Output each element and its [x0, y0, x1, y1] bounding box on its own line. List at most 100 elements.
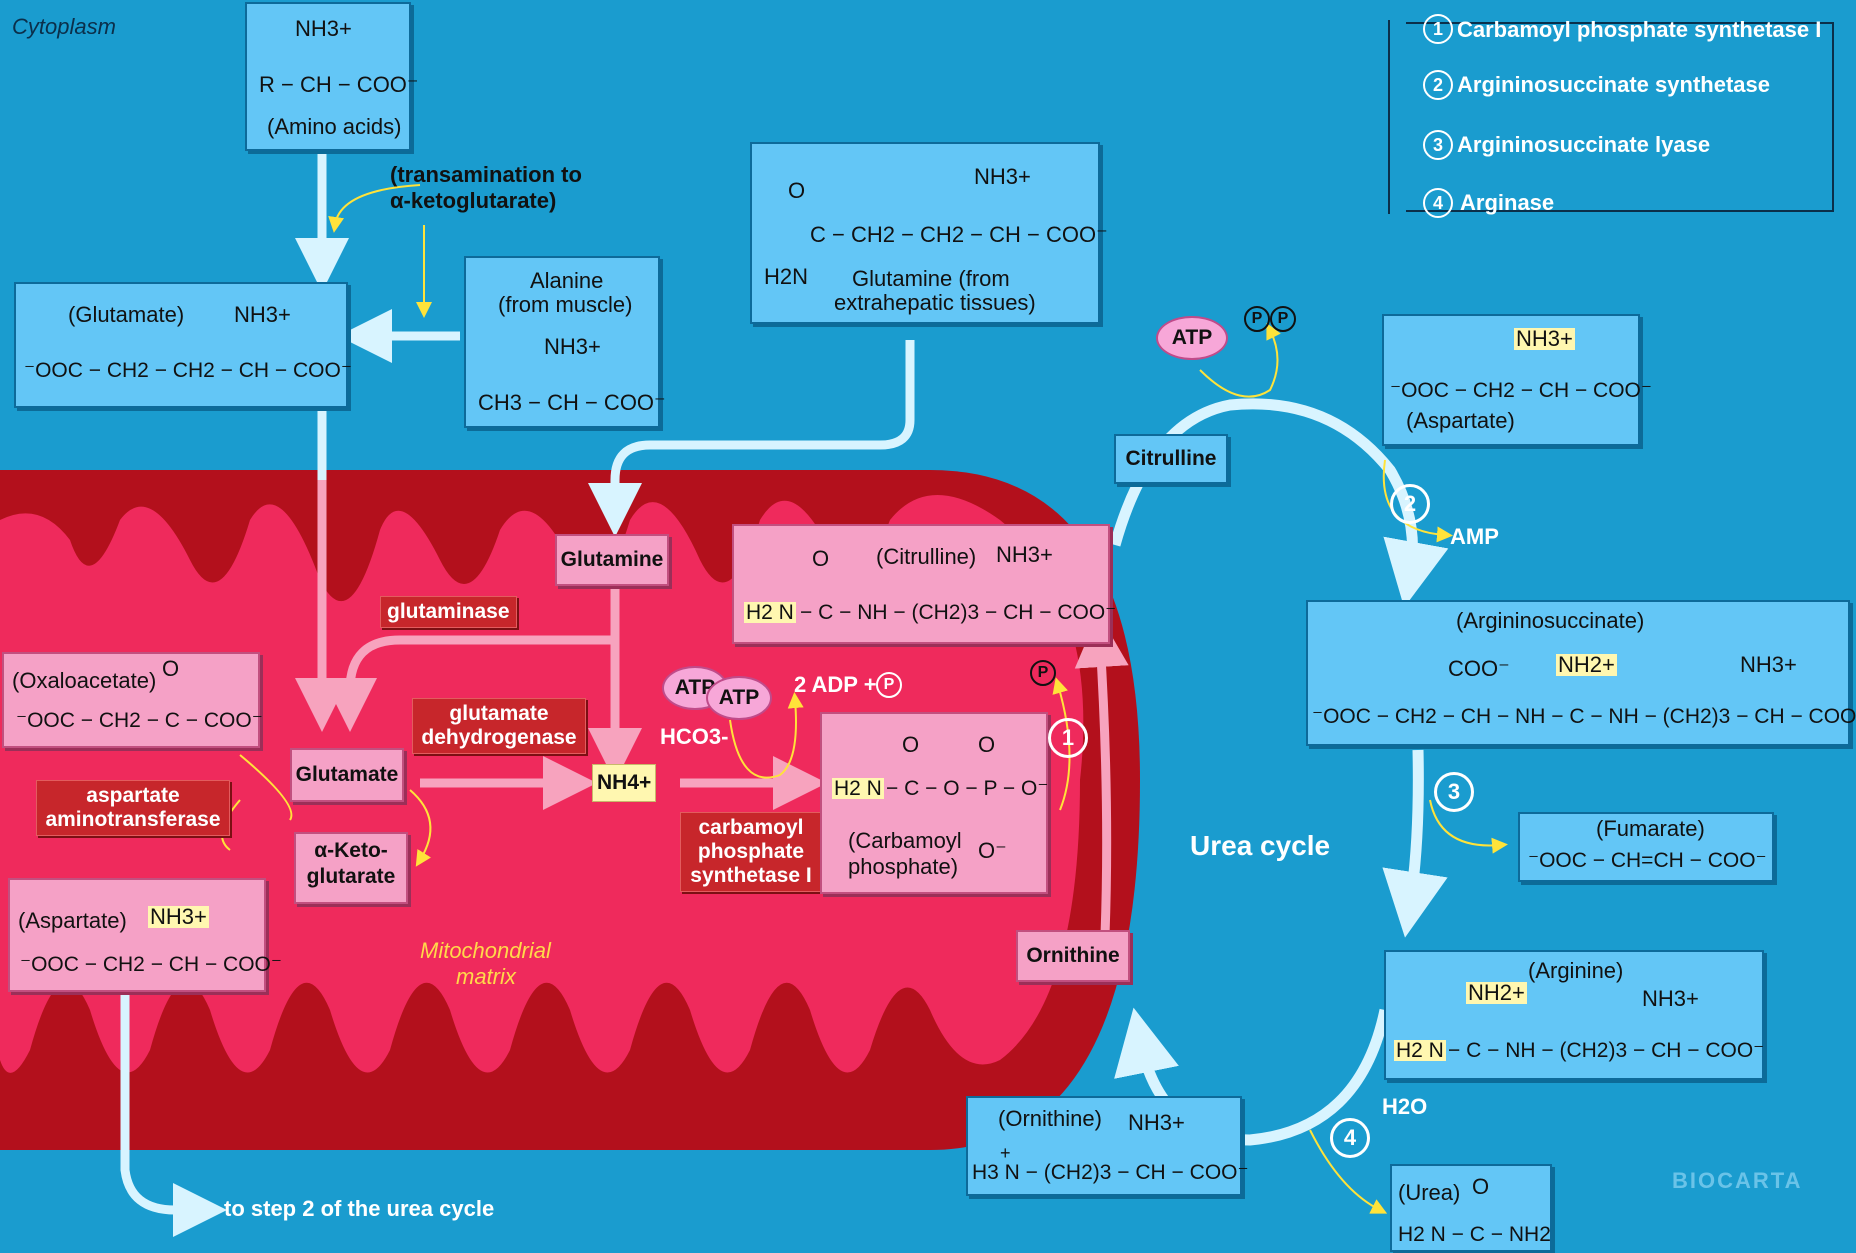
legend-step-1-icon: 1 — [1423, 14, 1453, 44]
legend-step-2-icon: 2 — [1423, 70, 1453, 100]
legend-step-3-label: Argininosuccinate lyase — [1457, 132, 1711, 157]
step-1-icon: 1 — [1048, 718, 1088, 758]
cps-line3: synthetase I — [690, 864, 812, 887]
fumarate-name: (Fumarate) — [1596, 816, 1705, 841]
citrulline-formula: − C − NH − (CH2)3 − CH − COO⁻ — [800, 601, 1117, 624]
alanine-top: NH3+ — [544, 334, 601, 359]
glutamate-mito-box: Glutamate — [290, 748, 404, 802]
legend-step-2-label: Argininosuccinate synthetase — [1457, 72, 1770, 97]
citrulline-label-box: Citrulline — [1114, 434, 1228, 484]
alanine-line2: (from muscle) — [498, 292, 633, 317]
ketoglutarate-line2: glutarate — [306, 865, 396, 888]
oxaloacetate-formula: ⁻OOC − CH2 − C − COO⁻ — [16, 709, 263, 732]
glutamine-mito-box: Glutamine — [555, 534, 669, 586]
argininosuccinate-nh3: NH3+ — [1740, 652, 1797, 677]
alanine-line1: Alanine — [530, 268, 604, 293]
legend — [1388, 20, 1834, 214]
transamination-line1: (transamination to — [390, 162, 582, 187]
glutamate-cyto-box: (Glutamate) NH3+ ⁻OOC − CH2 − CH2 − CH −… — [14, 282, 352, 408]
ketoglutarate-line1: α-Keto- — [314, 839, 388, 862]
cp-o3: O⁻ — [978, 838, 1007, 863]
h2o-label: H2O — [1382, 1094, 1428, 1119]
step-4-icon: 4 — [1330, 1118, 1370, 1158]
glutamine-ext-formula: C − CH2 − CH2 − CH − COO⁻ — [810, 222, 1108, 247]
argininosuccinate-name: (Argininosuccinate) — [1456, 608, 1645, 633]
citrulline-structure-box: O (Citrulline) NH3+ H2 N − C − NH − (CH2… — [732, 524, 1116, 644]
oxaloacetate-box: (Oxaloacetate) O ⁻OOC − CH2 − C − COO⁻ — [2, 652, 263, 748]
argininosuccinate-nh2: NH2+ — [1556, 652, 1617, 677]
arginine-formula: − C − NH − (CH2)3 − CH − COO⁻ — [1448, 1039, 1765, 1062]
glutamate-dehydrogenase-label: glutamate dehydrogenase — [412, 698, 586, 754]
cp-o2: O — [978, 732, 996, 757]
amino-acids-box: NH3+ R − CH − COO⁻ (Amino acids) — [245, 2, 419, 151]
cp-formula: − C − O − P − O⁻ — [886, 777, 1049, 800]
glutamate-cyto-formula: ⁻OOC − CH2 − CH2 − CH − COO⁻ — [24, 359, 352, 382]
glutamine-ext-line1: Glutamine (from — [852, 266, 1010, 291]
cp-name2: phosphate) — [848, 854, 959, 879]
arginine-name: (Arginine) — [1528, 958, 1624, 983]
legend-step-4-icon: 4 — [1423, 188, 1453, 218]
ornithine-plus: + — [1000, 1143, 1011, 1163]
cp-name1: (Carbamoyl — [848, 828, 962, 853]
nh4-label: NH4+ — [592, 764, 657, 802]
amino-acids-name: (Amino acids) — [267, 114, 402, 139]
urea-name: (Urea) — [1398, 1180, 1461, 1205]
aspartate-aminotransferase-label: aspartate aminotransferase — [36, 780, 230, 836]
alanine-box: Alanine (from muscle) NH3+ CH3 − CH − CO… — [464, 256, 666, 428]
cp-o1: O — [902, 732, 920, 757]
atp-oval-top: ATP — [1156, 316, 1228, 360]
atp-oval-2: ATP — [706, 676, 772, 720]
urea-formula: H2 N − C − NH2 — [1398, 1223, 1551, 1246]
fumarate-formula: ⁻OOC − CH=CH − COO⁻ — [1528, 849, 1767, 872]
ornithine-top: NH3+ — [1128, 1110, 1185, 1135]
adp-label: 2 ADP + — [794, 672, 877, 697]
alanine-formula: CH3 − CH − COO⁻ — [478, 390, 666, 415]
oxaloacetate-name: (Oxaloacetate) — [12, 668, 157, 693]
ornithine-label-box: Ornithine — [1016, 930, 1130, 982]
amino-acids-top: NH3+ — [295, 16, 352, 41]
oxaloacetate-o: O — [162, 656, 180, 681]
phosphate-icon-2: P — [1030, 660, 1056, 686]
aspartate-cyto-formula: ⁻OOC − CH2 − CH − COO⁻ — [1390, 379, 1652, 402]
citrulline-h2n: H2 N — [744, 601, 796, 624]
cps-line1: carbamoyl — [698, 816, 804, 839]
ornithine-structure-box: (Ornithine) NH3+ + H3 N − (CH2)3 − CH − … — [966, 1096, 1249, 1196]
legend-step-1-label: Carbamoyl phosphate synthetase I — [1457, 17, 1822, 42]
glutaminase-label: glutaminase — [380, 596, 517, 628]
carbamoyl-phosphate-box: O O H2 N − C − O − P − O⁻ (Carbamoyl pho… — [820, 712, 1048, 894]
aspartate-at-line1: aspartate — [86, 784, 180, 807]
pp-icon-2: P — [1270, 306, 1296, 332]
citrulline-o: O — [812, 546, 830, 571]
pp-icon-1: P — [1244, 306, 1270, 332]
argininosuccinate-coo: COO⁻ — [1448, 656, 1510, 681]
urea-cycle-label: Urea cycle — [1190, 830, 1331, 861]
ketoglutarate-box: α-Keto- glutarate — [294, 832, 408, 904]
aspartate-at-line2: aminotransferase — [45, 808, 221, 831]
phosphate-icon-1: P — [876, 672, 902, 698]
citrulline-top: NH3+ — [996, 542, 1053, 567]
aspartate-cyto-top: NH3+ — [1514, 326, 1575, 351]
cp-h2n: H2 N — [832, 777, 884, 800]
legend-step-3-icon: 3 — [1423, 130, 1453, 160]
step-3-icon: 3 — [1434, 772, 1474, 812]
legend-step-4-label: Arginase — [1460, 190, 1555, 215]
step-2-icon: 2 — [1390, 484, 1430, 524]
amino-acids-formula: R − CH − COO⁻ — [259, 72, 419, 97]
cytoplasm-label: Cytoplasm — [12, 14, 116, 39]
amp-label: AMP — [1450, 524, 1499, 549]
urea-box: (Urea) O H2 N − C − NH2 — [1390, 1164, 1552, 1252]
cps-label: carbamoyl phosphate synthetase I — [680, 812, 822, 892]
glutamine-ext-o: O — [788, 178, 806, 203]
cps-line2: phosphate — [697, 840, 805, 863]
hco3-label: HCO3- — [660, 724, 729, 749]
transamination-line2: α-ketoglutarate) — [390, 188, 557, 213]
glutamate-cyto-top: NH3+ — [234, 302, 291, 327]
aspartate-mito-top: NH3+ — [148, 904, 209, 929]
glutamine-ext-top: NH3+ — [974, 164, 1031, 189]
aspartate-cyto-box: NH3+ ⁻OOC − CH2 − CH − COO⁻ (Aspartate) — [1382, 314, 1652, 446]
ornithine-formula: H3 N − (CH2)3 − CH − COO⁻ — [972, 1161, 1249, 1184]
matrix-label-line2: matrix — [456, 964, 516, 989]
aspartate-cyto-name: (Aspartate) — [1406, 408, 1515, 433]
aspartate-mito-box: (Aspartate) NH3+ ⁻OOC − CH2 − CH − COO⁻ — [8, 878, 282, 992]
glutamine-ext-line2: extrahepatic tissues) — [834, 290, 1036, 315]
